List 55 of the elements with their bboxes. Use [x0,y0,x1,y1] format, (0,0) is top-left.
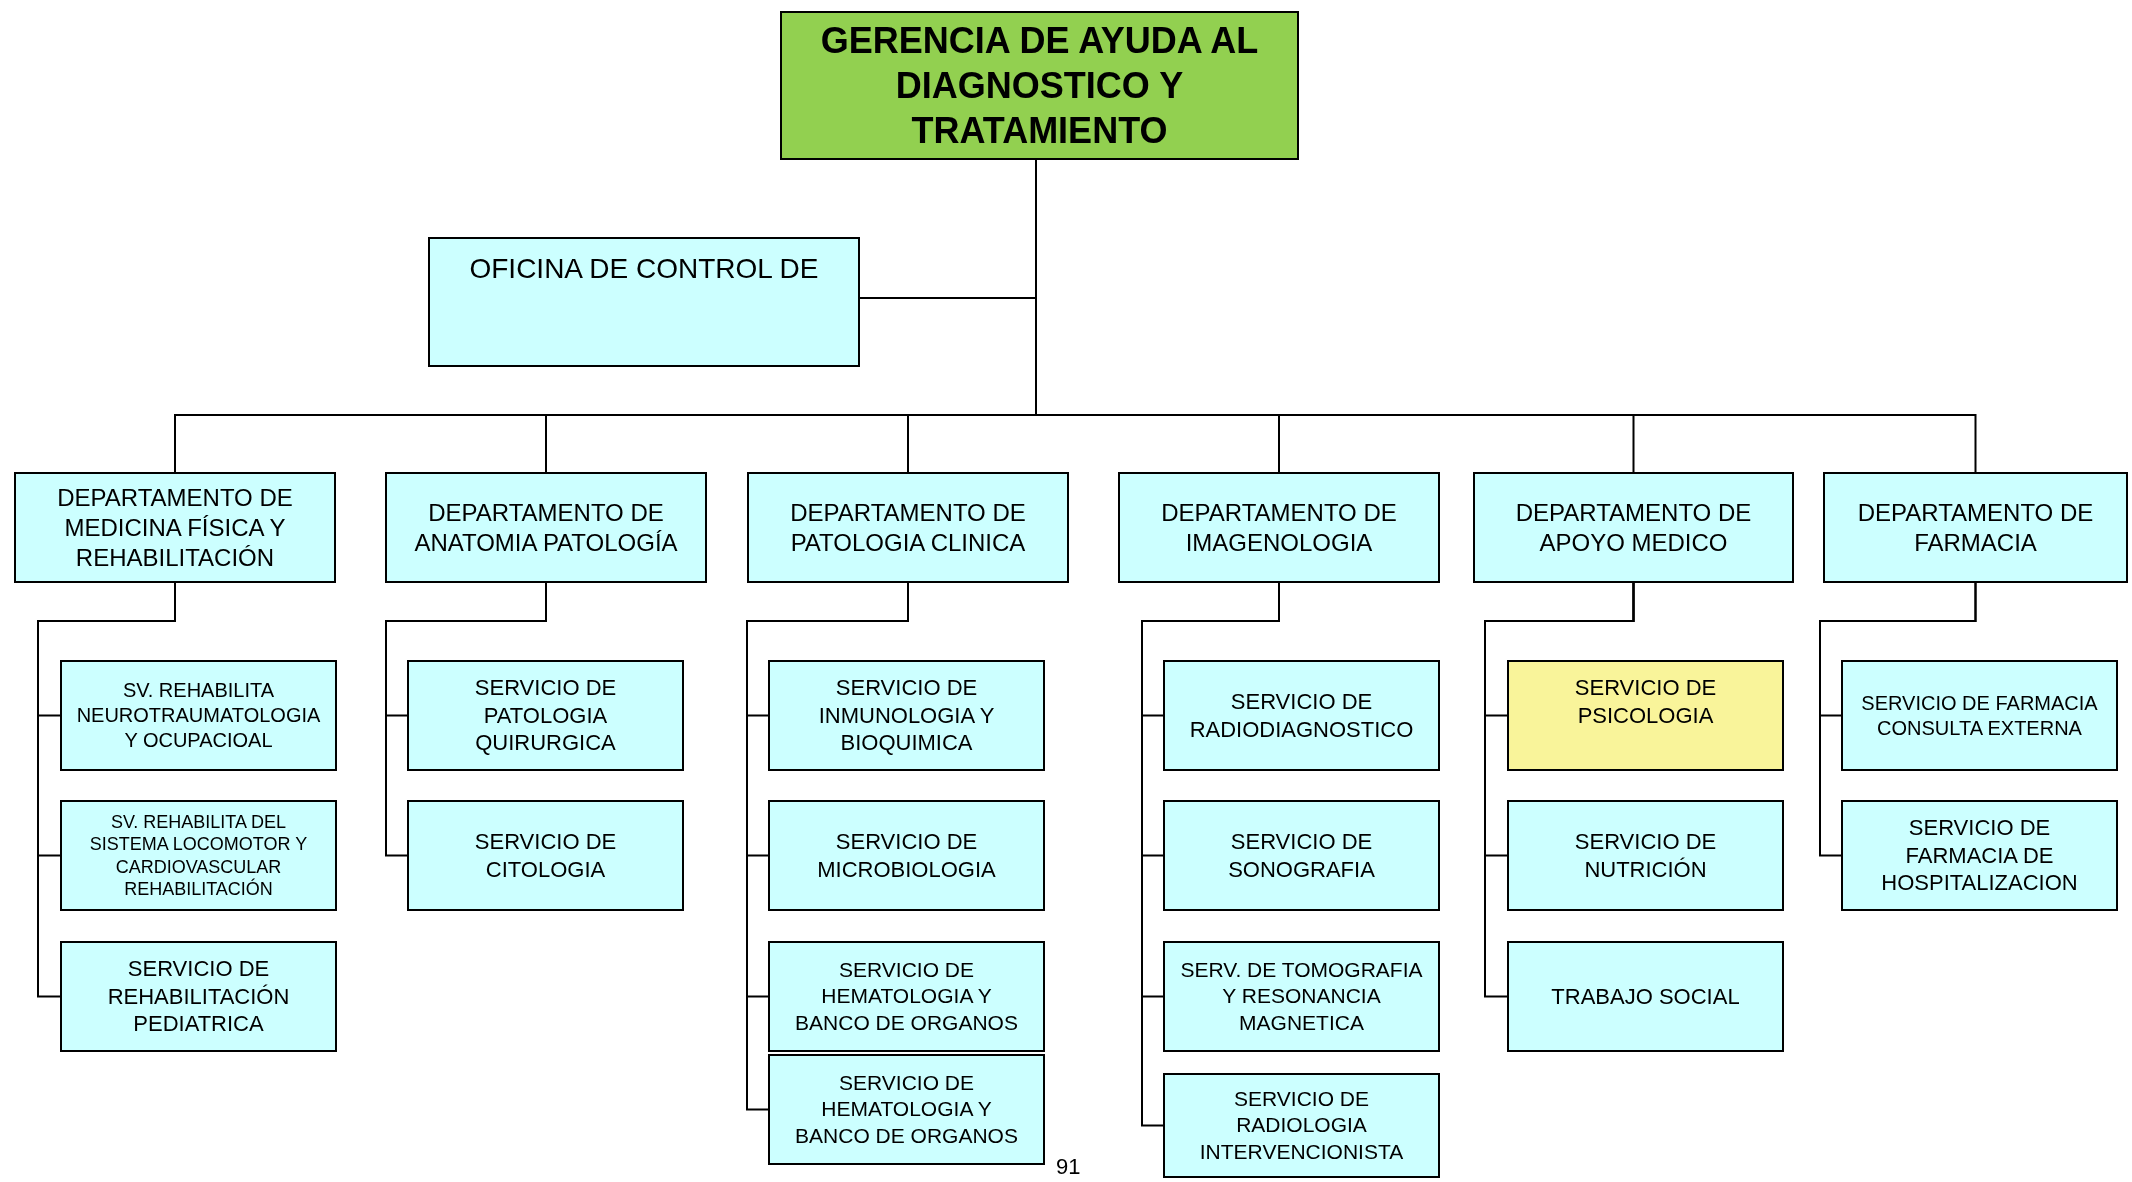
department-box [385,472,707,583]
service-box [60,941,337,1052]
service-box [1507,660,1784,771]
node-label: SV. REHABILITA NEUROTRAUMATOLOGIA Y OCUPACIOAL [75,678,322,753]
node-label: SV. REHABILITA DEL SISTEMA LOCOMOTOR Y CARDIOVASCULAR REHABILITACIÓN [88,810,309,901]
node-label: SERVICIO DE SONOGRAFIA [1227,828,1376,883]
node-label: DEPARTAMENTO DE IMAGENOLOGIA [1160,497,1398,558]
service-box [768,1054,1045,1165]
service-box [768,800,1045,911]
service-box [768,941,1045,1052]
connector-line [1819,582,1977,857]
node-label: GERENCIA DE AYUDA AL DIAGNOSTICO Y TRATAMIENTO [819,19,1260,153]
node-label: SERVICIO DE INMUNOLOGIA Y BIOQUIMICA [817,674,996,757]
service-box [1507,941,1784,1052]
department-box [1823,472,2128,583]
node-label: DEPARTAMENTO DE FARMACIA [1856,497,2095,558]
page-number: 91 [1056,1156,1081,1178]
department-box [14,472,336,583]
service-box [407,660,684,771]
connector-line [1484,582,1635,998]
office-box [428,237,860,367]
service-box [1163,1073,1440,1178]
node-label: SERVICIO DE CITOLOGIA [473,828,618,883]
department-box [747,472,1069,583]
service-box [768,660,1045,771]
node-label: SERVICIO DE RADIODIAGNOSTICO [1188,688,1415,743]
department-box [1118,472,1440,583]
node-label: SERVICIO DE NUTRICIÓN [1573,828,1718,883]
service-box [60,800,337,911]
node-label: SERVICIO DE FARMACIA CONSULTA EXTERNA [1860,690,2099,741]
management-box [780,11,1299,160]
service-box [60,660,337,771]
node-label: DEPARTAMENTO DE ANATOMIA PATOLOGÍA [413,497,679,558]
node-label: TRABAJO SOCIAL [1551,982,1740,1011]
service-box [407,800,684,911]
service-box [1507,800,1784,911]
node-label: SERVICIO DE FARMACIA DE HOSPITALIZACION [1880,814,2079,897]
node-label: SERVICIO DE RADIOLOGIA INTERVENCIONISTA [1198,1086,1405,1165]
service-box [1163,660,1440,771]
service-box [1841,800,2118,911]
node-label: SERVICIO DE HEMATOLOGIA Y BANCO DE ORGANOS [794,957,1019,1036]
department-box [1473,472,1794,583]
node-label: OFICINA DE CONTROL DE [469,252,819,286]
node-label: SERVICIO DE MICROBIOLOGIA [816,828,997,883]
node-label: SERV. DE TOMOGRAFIA Y RESONANCIA MAGNETICA [1179,957,1424,1036]
node-label: DEPARTAMENTO DE PATOLOGIA CLINICA [789,497,1027,558]
node-label: DEPARTAMENTO DE APOYO MEDICO [1514,497,1753,558]
service-box [1841,660,2118,771]
service-box [1163,941,1440,1052]
node-label: SERVICIO DE PSICOLOGIA [1573,674,1718,729]
node-label: SERVICIO DE PATOLOGIA QUIRURGICA [473,674,618,757]
node-label: DEPARTAMENTO DE MEDICINA FÍSICA Y REHABILITACIÓN [56,482,294,573]
service-box [1163,800,1440,911]
node-label: SERVICIO DE HEMATOLOGIA Y BANCO DE ORGANOS [794,1070,1019,1149]
node-label: SERVICIO DE REHABILITACIÓN PEDIATRICA [106,955,291,1038]
